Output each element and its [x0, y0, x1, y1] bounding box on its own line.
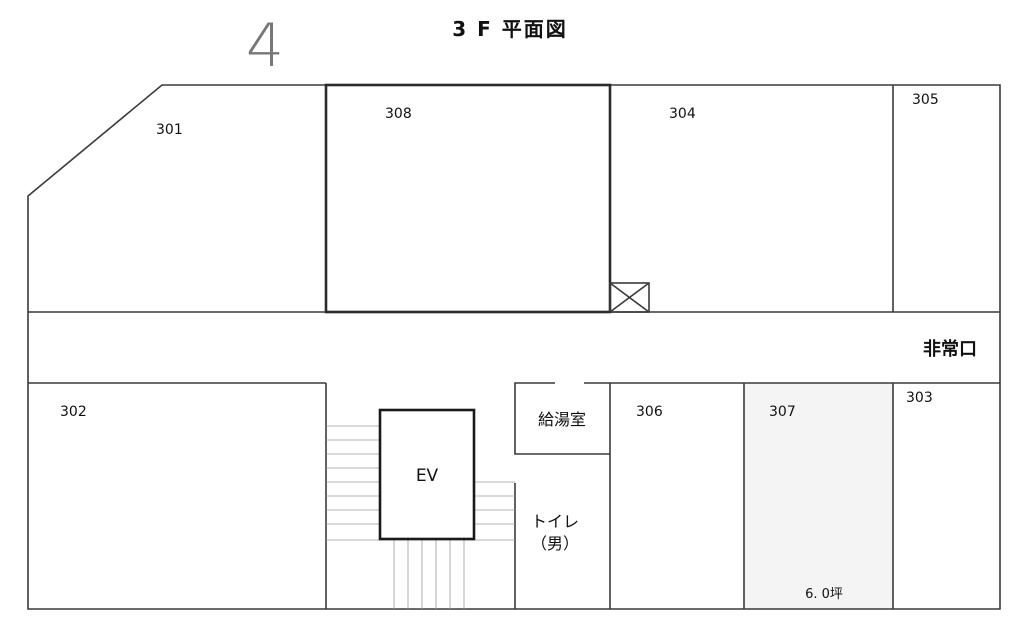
- emergency-exit-label: 非常口: [923, 338, 977, 360]
- outer-wall: [27, 84, 1001, 610]
- shaft-cross-b: [609, 282, 650, 313]
- room-307-fill: [744, 383, 893, 609]
- kitchenette-wall: [514, 382, 610, 455]
- shaft-box: [609, 282, 650, 313]
- toilet-label-line1: トイレ: [531, 512, 579, 531]
- room-308-outline: [324, 83, 612, 314]
- room-301-label: 301: [156, 122, 183, 138]
- room-305-label: 305: [912, 92, 939, 108]
- plan-title: 3 F 平面図: [452, 17, 568, 41]
- room-304-label: 304: [669, 106, 696, 122]
- elevator-label: EV: [416, 466, 439, 486]
- room-303-label: 303: [906, 390, 933, 406]
- toilet-label-line2: （男）: [531, 534, 579, 553]
- room-302-label: 302: [60, 404, 87, 420]
- page-number: 4: [246, 11, 284, 81]
- room-307-label: 307: [769, 404, 796, 420]
- elevator-shaft: [378, 408, 476, 541]
- room-308-label: 308: [385, 106, 412, 122]
- kitchenette-label: 給湯室: [538, 410, 586, 429]
- stairs: [326, 425, 515, 609]
- room-306-label: 306: [636, 404, 663, 420]
- room-307-area: 6. 0坪: [805, 587, 843, 602]
